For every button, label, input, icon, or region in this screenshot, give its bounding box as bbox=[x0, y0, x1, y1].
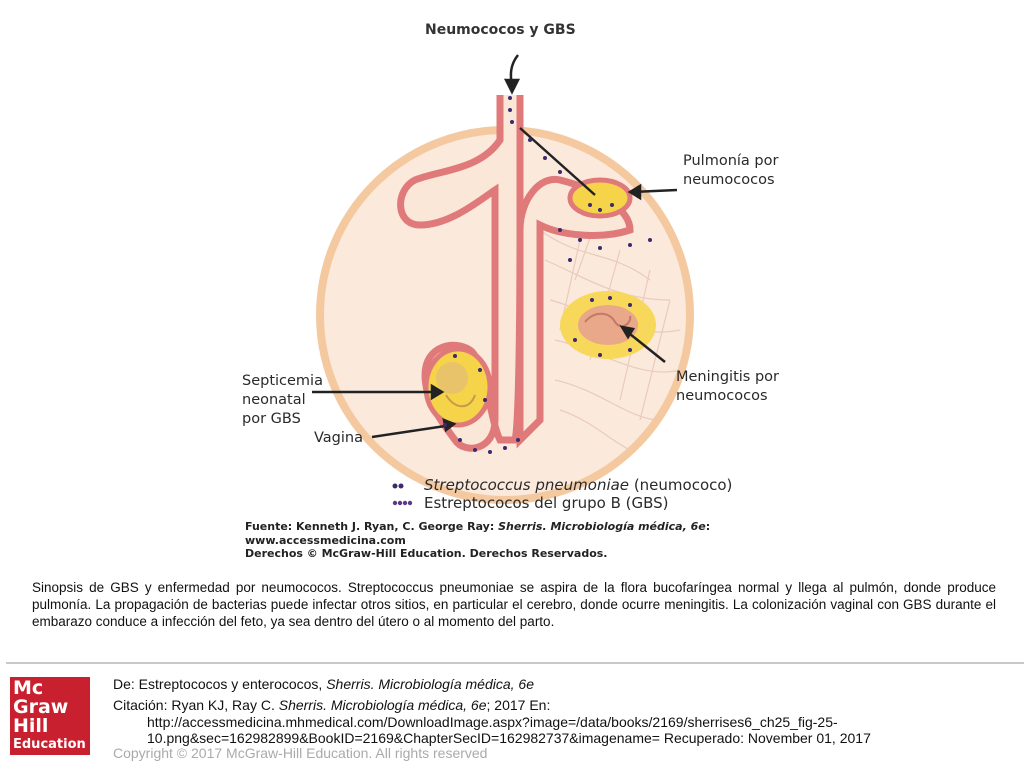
reference-from: De: Estreptococos y enterococos, Sherris… bbox=[113, 676, 534, 693]
logo-line: Graw bbox=[13, 696, 69, 718]
figure-caption: Sinopsis de GBS y enfermedad por neumoco… bbox=[32, 580, 996, 629]
fetus bbox=[423, 346, 493, 428]
reference-url-line1[interactable]: http://accessmedicina.mhmedical.com/Down… bbox=[147, 714, 838, 730]
label-pneumonia: Pulmonía por neumococos bbox=[683, 153, 779, 188]
logo-line: Education bbox=[13, 737, 86, 752]
source-prefix: Fuente: Kenneth J. Ryan, C. George Ray: bbox=[245, 520, 499, 533]
bacteria bbox=[443, 96, 652, 454]
meningitis-lesion bbox=[560, 291, 656, 359]
legend-item-gbs: Estreptococos del grupo B (GBS) bbox=[390, 494, 669, 512]
arrows bbox=[312, 54, 678, 439]
source-rights: Derechos © McGraw-Hill Education. Derech… bbox=[245, 547, 608, 560]
source-suffix: : bbox=[705, 520, 711, 533]
mcgraw-hill-logo: Mc Graw Hill Education bbox=[10, 677, 90, 755]
source-book: Sherris. Microbiología médica, 6e bbox=[498, 520, 706, 533]
legend-suffix: (neumococo) bbox=[633, 476, 733, 494]
arrow-vagina bbox=[371, 423, 453, 439]
legend-name: Estreptococos del grupo B (GBS) bbox=[424, 494, 669, 512]
logo-line: Hill bbox=[13, 715, 49, 737]
label-septicemia: Septicemia neonatal por GBS bbox=[242, 373, 323, 427]
divider bbox=[6, 662, 1024, 664]
pneumonia-lesion bbox=[567, 177, 633, 219]
reference-citation-book: Sherris. Microbiología médica, 6e bbox=[278, 697, 487, 713]
logo-line: Mc bbox=[13, 677, 44, 699]
figure-source: Fuente: Kenneth J. Ryan, C. George Ray: … bbox=[245, 520, 765, 561]
figure-title: Neumococos y GBS bbox=[425, 22, 576, 38]
legend-item-pneumococcus: Streptococcus pneumoniae (neumococo) bbox=[390, 476, 732, 494]
legend-swatch-pneumococcus bbox=[392, 483, 398, 489]
legend-swatch-gbs bbox=[392, 500, 398, 506]
reference-from-prefix: De: Estreptococos y enterococos, bbox=[113, 676, 327, 692]
legend-swatches bbox=[392, 483, 413, 506]
copyright: Copyright © 2017 McGraw-Hill Education. … bbox=[113, 745, 488, 761]
arrow-pneumonia-inner bbox=[519, 127, 596, 196]
reference-citation: Citación: Ryan KJ, Ray C. Sherris. Micro… bbox=[113, 697, 550, 714]
reference-citation-prefix: Citación: Ryan KJ, Ray C. bbox=[113, 697, 279, 713]
label-vagina: Vagina bbox=[314, 430, 363, 446]
arrow-meningitis bbox=[624, 329, 666, 363]
pneumococcus-gbs-diagram bbox=[312, 54, 694, 506]
source-url: www.accessmedicina.com bbox=[245, 533, 406, 547]
label-meningitis: Meningitis por neumococos bbox=[676, 369, 779, 404]
reference-citation-suffix: ; 2017 En: bbox=[486, 697, 551, 713]
reference-url-line2[interactable]: 10.png&sec=162982899&BookID=2169&Chapter… bbox=[147, 730, 871, 746]
reference-from-book: Sherris. Microbiología médica, 6e bbox=[326, 676, 534, 692]
legend-name: Streptococcus pneumoniae bbox=[424, 476, 630, 494]
